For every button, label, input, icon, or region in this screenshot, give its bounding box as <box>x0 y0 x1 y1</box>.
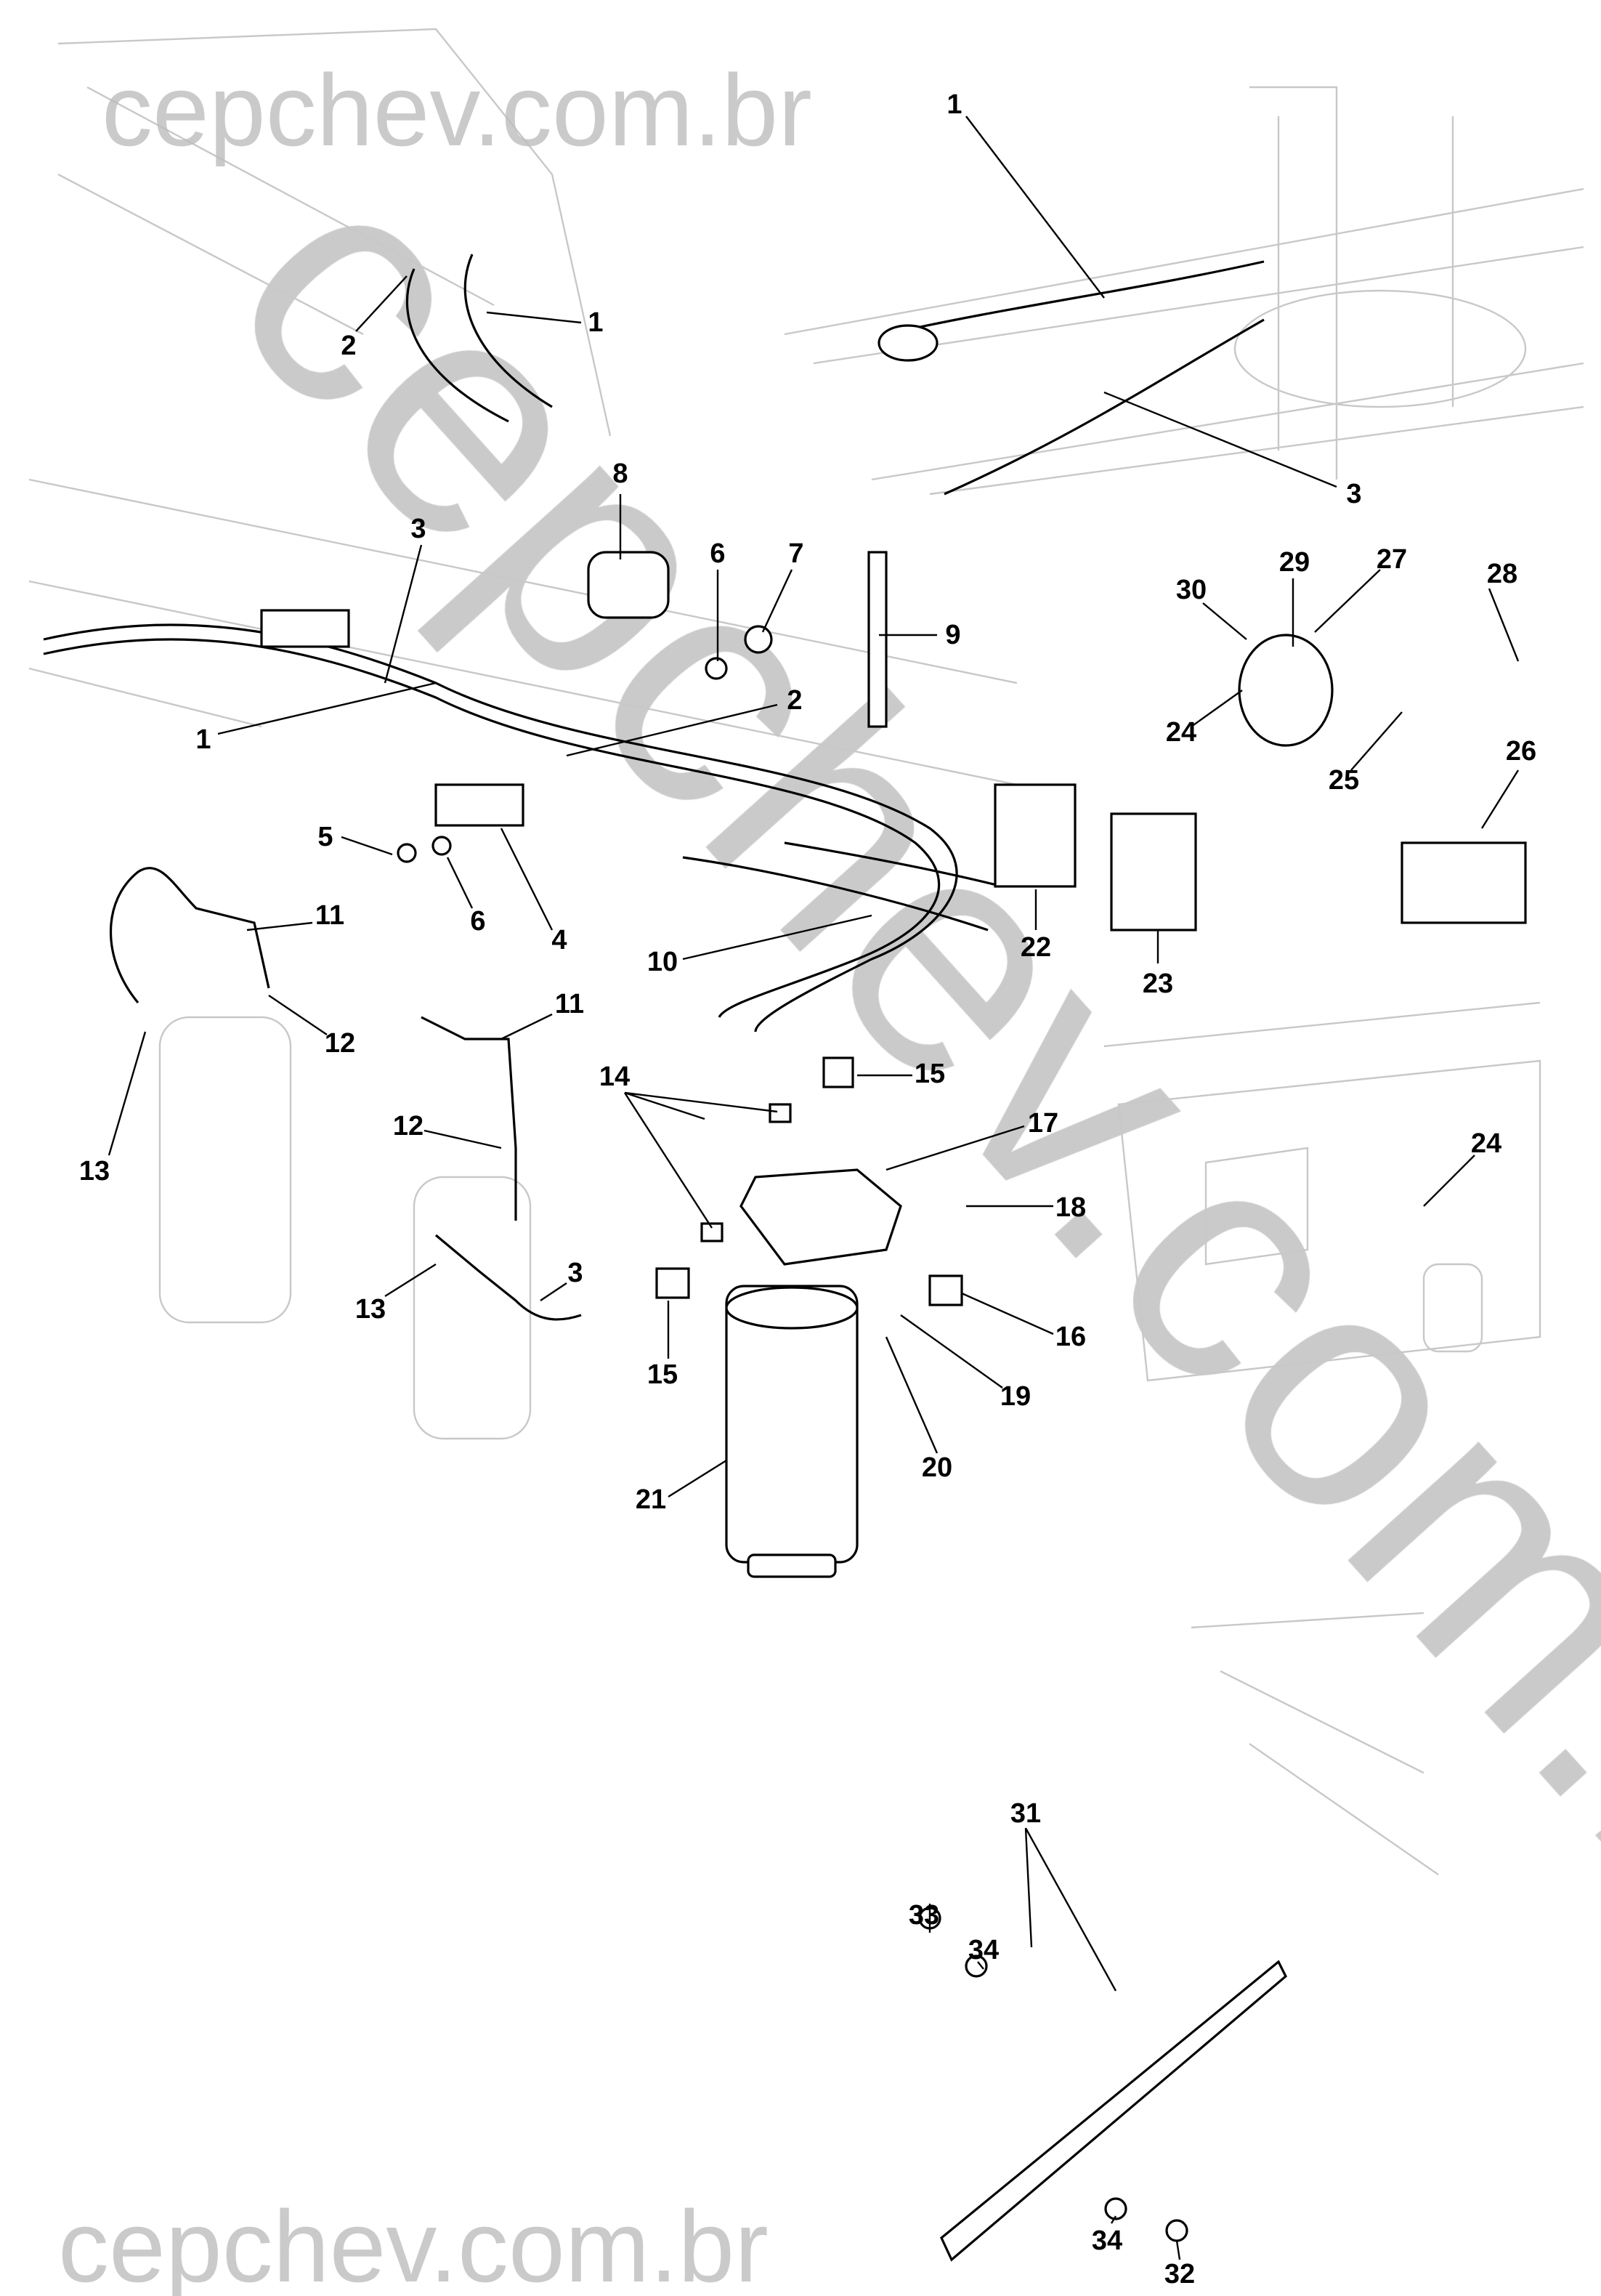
callout-20: 20 <box>922 1452 952 1483</box>
callout-30: 30 <box>1176 575 1207 605</box>
callout-5: 5 <box>317 822 333 852</box>
callout-6: 6 <box>470 906 485 937</box>
callout-16: 16 <box>1055 1322 1086 1352</box>
callout-24: 24 <box>1166 717 1196 748</box>
callout-32: 32 <box>1164 2259 1195 2289</box>
callout-1: 1 <box>947 89 962 120</box>
callout-11: 11 <box>315 900 344 931</box>
bracket-rail <box>940 1960 1287 2262</box>
callout-12: 12 <box>393 1111 423 1141</box>
callout-15: 15 <box>647 1359 678 1390</box>
callout-2: 2 <box>341 331 356 361</box>
leader-lines <box>108 116 1520 2260</box>
callout-10: 10 <box>647 947 678 977</box>
module-26 <box>1401 841 1527 924</box>
plate-22 <box>994 783 1077 888</box>
watermark-top: cepchev.com.br <box>102 53 812 167</box>
relay-24 <box>1238 634 1334 747</box>
callout-labels: 1 1 2 3 8 3 6 7 9 30 29 27 28 24 25 26 2… <box>79 89 1536 2289</box>
callout-26: 26 <box>1506 736 1536 767</box>
callout-9: 9 <box>945 620 960 650</box>
callout-28: 28 <box>1487 559 1517 589</box>
callout-17: 17 <box>1028 1108 1058 1139</box>
plate-23 <box>1110 812 1197 931</box>
small-parts <box>260 551 1527 2262</box>
callout-11: 11 <box>555 989 584 1019</box>
callout-13: 13 <box>355 1294 386 1325</box>
callout-19: 19 <box>1000 1381 1031 1412</box>
callout-31: 31 <box>1010 1798 1041 1829</box>
callout-12: 12 <box>325 1028 355 1059</box>
watermark-bottom: cepchev.com.br <box>58 2189 769 2296</box>
callout-27: 27 <box>1377 544 1407 575</box>
callout-34: 34 <box>1092 2226 1122 2256</box>
callout-23: 23 <box>1143 969 1173 999</box>
callout-18: 18 <box>1055 1192 1086 1223</box>
callout-7: 7 <box>788 538 803 569</box>
callout-3: 3 <box>410 514 426 544</box>
callout-1: 1 <box>195 724 211 755</box>
grommet-8 <box>587 551 670 619</box>
callout-25: 25 <box>1329 765 1359 796</box>
callout-4: 4 <box>551 925 567 955</box>
callout-3: 3 <box>567 1258 583 1288</box>
callout-22: 22 <box>1021 932 1051 963</box>
callout-3: 3 <box>1346 479 1361 509</box>
callout-15: 15 <box>915 1059 945 1089</box>
fuel-lines <box>43 254 1265 1321</box>
callout-1: 1 <box>588 307 603 338</box>
callout-29: 29 <box>1279 547 1310 578</box>
filter-head <box>739 1168 902 1266</box>
callout-34: 34 <box>968 1935 999 1965</box>
callout-2: 2 <box>787 685 802 716</box>
fuel-filter-assembly <box>725 1168 902 1578</box>
callout-33: 33 <box>909 1900 939 1931</box>
callout-6: 6 <box>710 538 725 569</box>
callout-13: 13 <box>79 1156 110 1187</box>
callout-21: 21 <box>636 1484 666 1515</box>
callout-24: 24 <box>1471 1128 1501 1159</box>
callout-8: 8 <box>612 458 628 489</box>
ghost-chassis <box>28 28 1584 1875</box>
callout-14: 14 <box>599 1062 630 1092</box>
